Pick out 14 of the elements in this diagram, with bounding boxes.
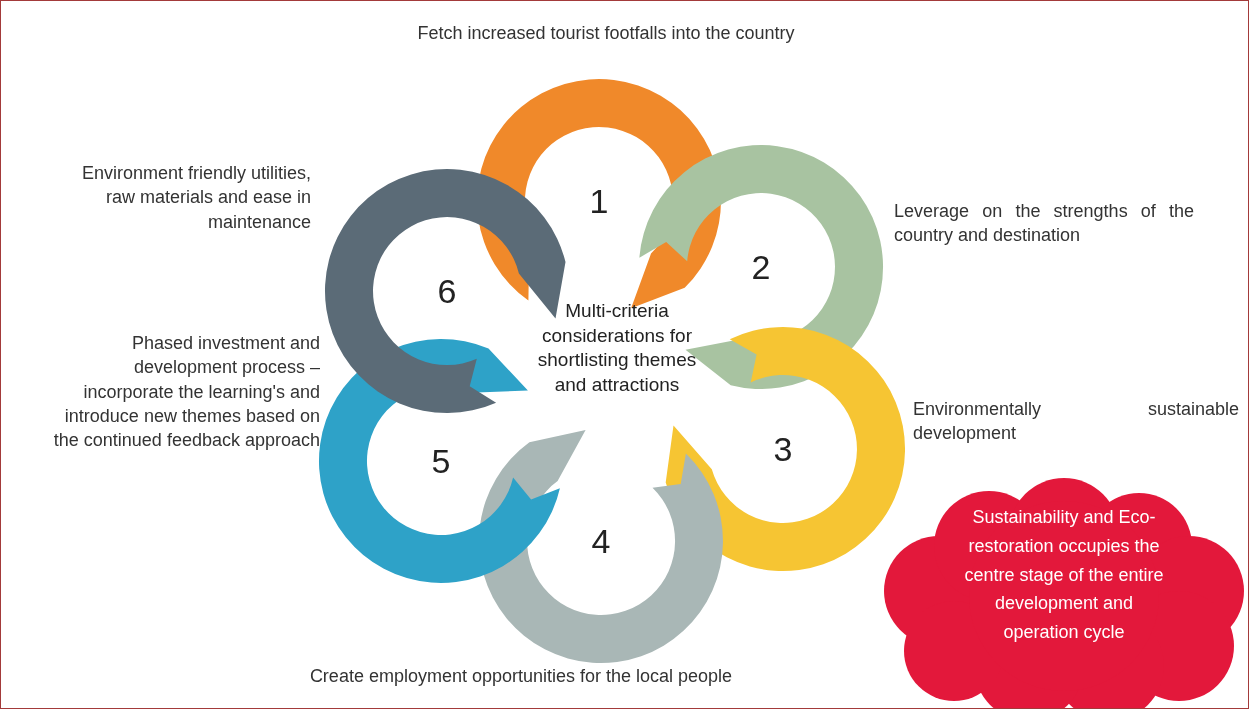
step-description: Environmentally sustainable development xyxy=(913,398,1239,446)
step-description: Phased investment and development process – incorporate the learning's and introduce new themes based on the continued feedback approach xyxy=(52,332,320,453)
step-number: 5 xyxy=(431,444,451,478)
center-text: Multi-criteria considerations for shortlisting themes and attractions xyxy=(529,299,705,398)
step-number: 1 xyxy=(589,184,609,218)
step-description: Environment friendly utilities, raw materials and ease in maintenance xyxy=(80,162,311,234)
step-description: Leverage on the strengths of the country and destination xyxy=(894,200,1194,248)
cloud-text: Sustainability and Eco-restoration occupies the centre stage of the entire development and operation cycle xyxy=(963,506,1165,645)
step-description: Create employment opportunities for the local people xyxy=(308,665,734,688)
step-number: 2 xyxy=(751,250,771,284)
step-number: 6 xyxy=(437,274,457,308)
step-number: 3 xyxy=(773,432,793,466)
step-number: 4 xyxy=(591,524,611,558)
step-description: Fetch increased tourist footfalls into the country xyxy=(416,22,796,45)
